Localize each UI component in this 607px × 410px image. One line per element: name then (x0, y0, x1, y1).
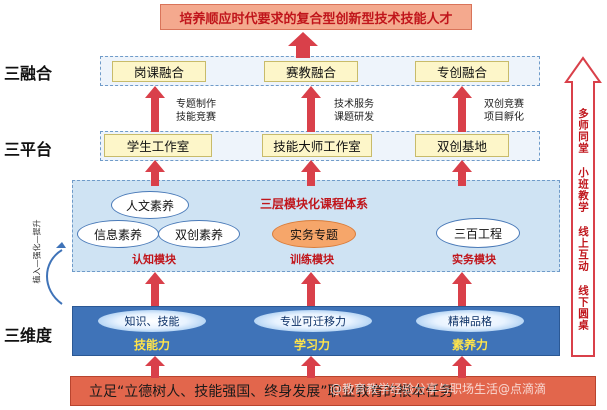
note-master-studio: 技术服务 课题研发 (334, 98, 374, 124)
fusion-item-competition-teaching: 赛教融合 (264, 61, 358, 82)
ellipse-three-hundred-project: 三百工程 (436, 218, 520, 248)
note-line: 技能竞赛 (176, 112, 216, 123)
dimension-ellipse-knowledge: 知识、技能 (98, 310, 206, 332)
arrow-side-right (564, 56, 602, 357)
dimension-ellipse-transferable: 专业可迁移力 (254, 310, 372, 332)
fusion-item-specialty-innovation: 专创融合 (415, 61, 509, 82)
arrow-up-mid-4 (301, 356, 321, 378)
arrow-up-mid-2 (301, 160, 321, 186)
module-label-practice: 实务模块 (452, 253, 496, 266)
arrow-center-top (288, 32, 318, 58)
bottom-banner-text: 立足“立德树人、技能强国、终身发展”职业教育的根本任务 (89, 384, 454, 400)
dimension-label-learning: 学习力 (294, 338, 331, 352)
platform-item-master-studio: 技能大师工作室 (262, 134, 372, 157)
bottom-foundation-banner: 立足“立德树人、技能强国、终身发展”职业教育的根本任务 (70, 376, 596, 406)
arrow-up-left-4 (145, 356, 165, 378)
ellipse-practical-topics: 实务专题 (272, 220, 356, 248)
note-line: 技术服务 (334, 99, 374, 110)
row-label-dimension: 三维度 (4, 326, 53, 345)
watermark: @教育教学经验分享与职场生活@点滴滴 (330, 382, 547, 396)
arrow-up-mid-3 (301, 272, 321, 306)
dimension-label-skill: 技能力 (134, 338, 171, 352)
arrow-curved-left (46, 249, 63, 305)
arrow-up-left-2 (145, 160, 165, 186)
arrow-up-right-2 (452, 160, 472, 186)
side-teaching-methods: 多师同堂 小班教学 线上互动 线下圆桌 (577, 107, 589, 331)
arrow-up-right-1 (452, 86, 472, 132)
ellipse-innovation-literacy: 双创素养 (158, 220, 240, 248)
platform-item-student-studio: 学生工作室 (104, 134, 212, 157)
note-line: 专题制作 (176, 99, 216, 110)
arrow-up-left-3 (145, 272, 165, 306)
ellipse-humanities: 人文素养 (111, 191, 189, 219)
arrow-up-left-1 (145, 86, 165, 132)
note-line: 课题研发 (334, 112, 374, 123)
platform-item-innovation-base: 双创基地 (415, 134, 509, 157)
top-goal-banner: 培养顺应时代要求的复合型创新型技术技能人才 (160, 4, 472, 30)
note-line: 双创竞赛 (484, 99, 524, 110)
arrow-up-right-4 (452, 356, 472, 378)
arrow-up-right-3 (452, 272, 472, 306)
row-label-fusion: 三融合 (4, 64, 53, 83)
arrow-curved-left-head (56, 242, 66, 248)
fusion-item-post-course: 岗课融合 (112, 61, 206, 82)
row-label-platform: 三平台 (4, 140, 53, 159)
arrow-up-mid-1 (301, 86, 321, 132)
course-system-title: 三层模块化课程体系 (260, 197, 369, 211)
dimension-ellipse-character: 精神品格 (416, 310, 524, 332)
note-line: 项目孵化 (484, 112, 524, 123)
module-label-cognition: 认知模块 (132, 253, 176, 266)
note-student-studio: 专题制作 技能竞赛 (176, 98, 216, 124)
note-innovation-base: 双创竞赛 项目孵化 (484, 98, 524, 124)
module-label-training: 训练模块 (290, 253, 334, 266)
dimension-label-literacy: 素养力 (452, 338, 489, 352)
ellipse-information-literacy: 信息素养 (77, 220, 159, 248)
